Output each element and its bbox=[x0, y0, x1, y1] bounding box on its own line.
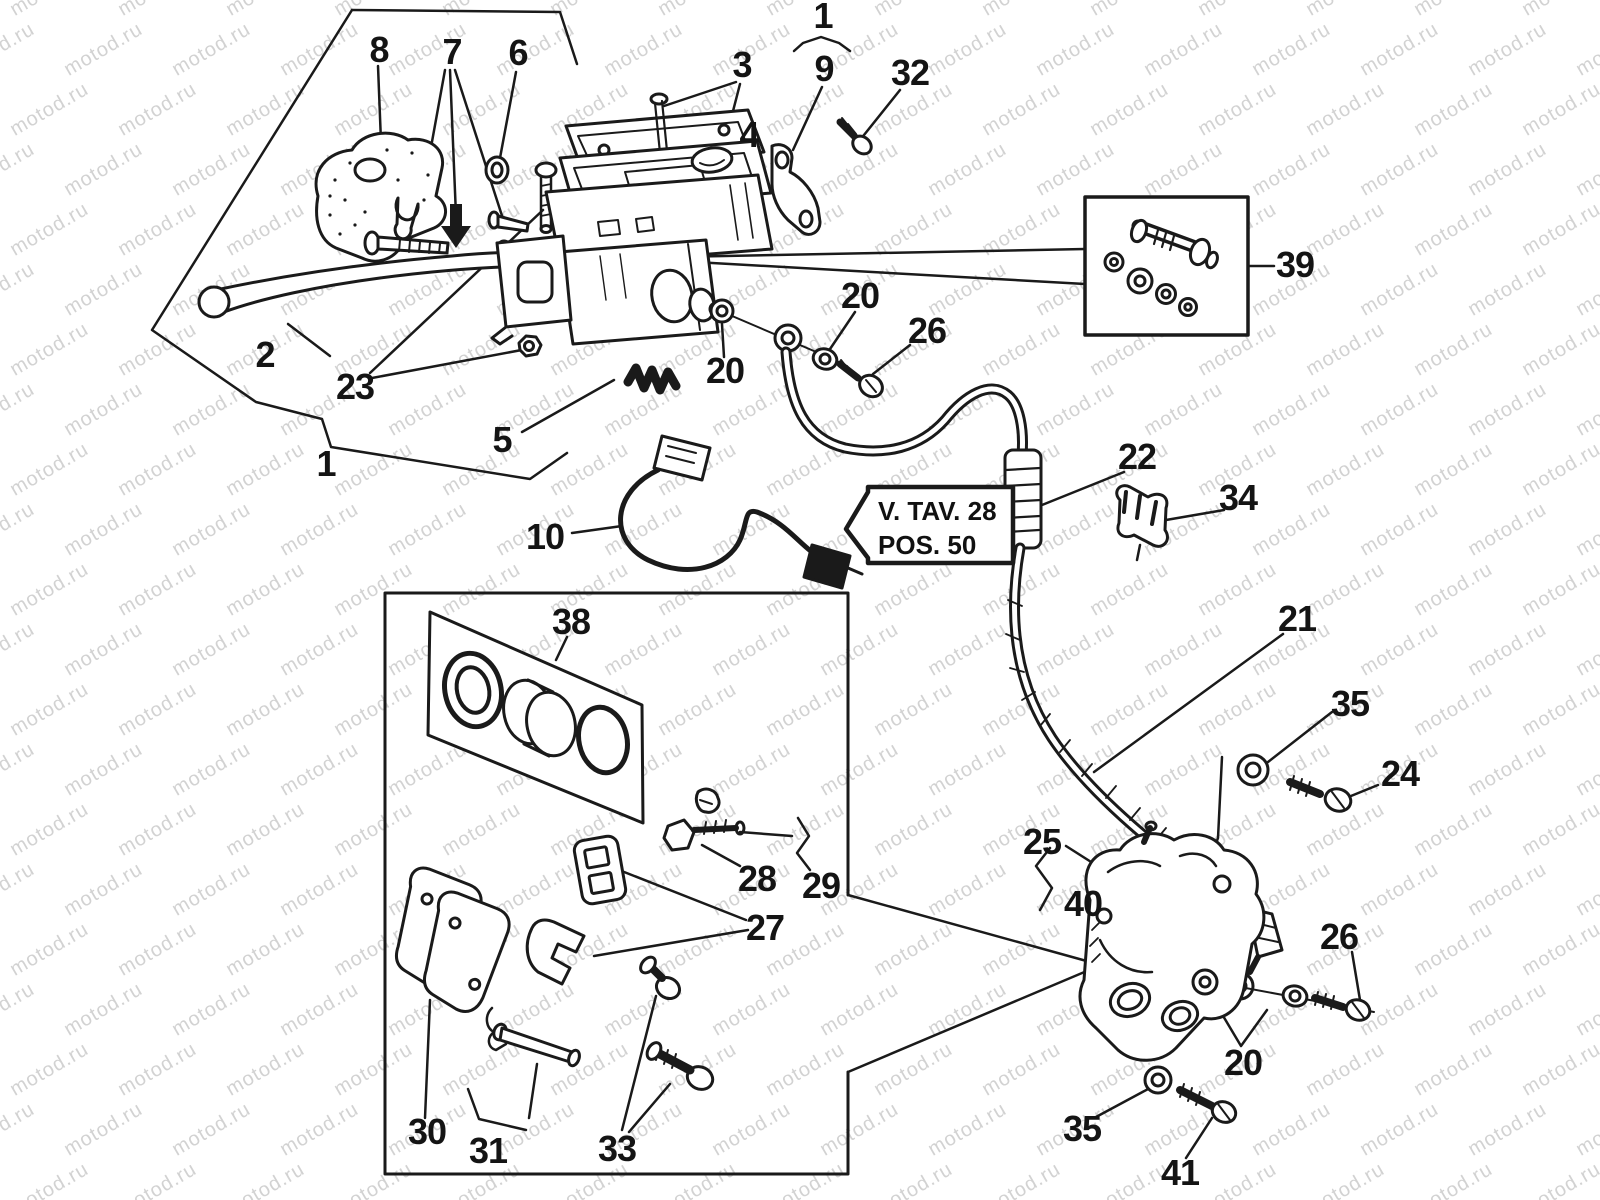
callout-3: 3 bbox=[732, 44, 752, 85]
callout-9: 9 bbox=[814, 48, 834, 89]
pivot-bolt-and-nut bbox=[517, 161, 558, 358]
callout-27: 27 bbox=[745, 907, 785, 948]
callout-5: 5 bbox=[492, 419, 512, 460]
callout-7: 7 bbox=[442, 31, 462, 72]
lever-grommet bbox=[484, 155, 510, 185]
callout-20: 20 bbox=[705, 350, 745, 391]
callout-26: 26 bbox=[907, 310, 947, 351]
caliper-kit-box bbox=[383, 591, 850, 1176]
callout-35: 35 bbox=[1062, 1108, 1102, 1149]
callout-34: 34 bbox=[1218, 477, 1258, 518]
banjo-bolt-26-top bbox=[836, 359, 884, 399]
callout-30: 30 bbox=[407, 1111, 447, 1152]
insert-direction-arrow bbox=[441, 204, 471, 248]
callout-26: 26 bbox=[1319, 916, 1359, 957]
seal-kit-box-39 bbox=[1083, 195, 1250, 337]
callout-28: 28 bbox=[737, 858, 777, 899]
kit-39-parts bbox=[1103, 218, 1219, 317]
hose-clamp-34 bbox=[1115, 484, 1169, 562]
bleeder-valve-28 bbox=[662, 787, 746, 852]
callout-31: 31 bbox=[468, 1130, 508, 1171]
note-box-line1: V. TAV. 28 bbox=[878, 496, 997, 526]
callout-6: 6 bbox=[508, 32, 528, 73]
callout-21: 21 bbox=[1277, 598, 1317, 639]
caliper-banjo-hardware-bottom bbox=[1191, 968, 1372, 1022]
lever-pivot-screws bbox=[363, 204, 530, 256]
callout-4: 4 bbox=[739, 114, 759, 155]
bolt-24-shaft bbox=[1286, 778, 1324, 798]
callout-33: 33 bbox=[597, 1128, 637, 1169]
caliper-mount-hardware-bottom bbox=[1143, 1065, 1238, 1124]
banjo-washers-top bbox=[709, 298, 839, 371]
clamp-screw-32 bbox=[836, 117, 873, 156]
assembly-outline bbox=[150, 8, 579, 481]
return-spring bbox=[623, 363, 681, 395]
note-box bbox=[843, 484, 1016, 566]
callout-8: 8 bbox=[369, 29, 389, 70]
brake-switch-wire bbox=[618, 434, 864, 590]
callout-10: 10 bbox=[525, 516, 565, 557]
callout-24: 24 bbox=[1380, 753, 1420, 794]
callout-22: 22 bbox=[1117, 436, 1157, 477]
pad-spring-plate-27 bbox=[572, 834, 628, 906]
callout-32: 32 bbox=[890, 52, 930, 93]
callout-40: 40 bbox=[1063, 883, 1103, 924]
callout-41: 41 bbox=[1160, 1152, 1200, 1193]
pad-retainer-clip-27 bbox=[525, 918, 586, 986]
callout-1: 1 bbox=[316, 443, 336, 484]
reservoir-cap-seal bbox=[690, 146, 734, 174]
callout-29: 29 bbox=[801, 865, 841, 906]
pad-pin-31 bbox=[485, 1006, 581, 1068]
brake-pads-30 bbox=[395, 866, 511, 1013]
mirror-clamp-bracket bbox=[770, 143, 822, 236]
caliper-seal-kit-38 bbox=[442, 650, 630, 776]
callout-1: 1 bbox=[813, 0, 833, 36]
caliper-bolts-33 bbox=[639, 955, 715, 1091]
callout-38: 38 bbox=[551, 601, 591, 642]
note-box-line2: POS. 50 bbox=[878, 530, 977, 560]
callout-23: 23 bbox=[335, 366, 375, 407]
callout-35: 35 bbox=[1330, 683, 1370, 724]
callout-39: 39 bbox=[1275, 244, 1315, 285]
caliper-mount-hardware-top bbox=[1236, 753, 1353, 813]
callout-20: 20 bbox=[840, 275, 880, 316]
callout-2: 2 bbox=[255, 334, 275, 375]
lever-bracket bbox=[314, 131, 447, 263]
callout-20: 20 bbox=[1223, 1042, 1263, 1083]
callout-25: 25 bbox=[1022, 821, 1062, 862]
